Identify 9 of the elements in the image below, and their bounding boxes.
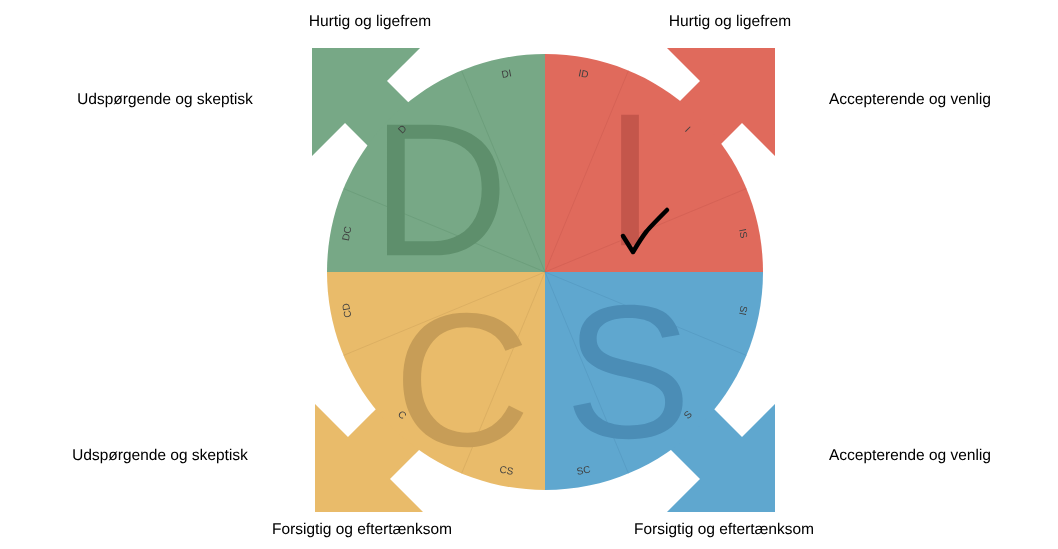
side-label: Forsigtig og eftertænksom xyxy=(635,522,813,538)
side-label: Udspørgende og skeptisk xyxy=(78,92,253,108)
side-label: Hurtig og ligefrem xyxy=(670,14,791,30)
side-label: Forsigtig og eftertænksom xyxy=(273,522,451,538)
side-label: Accepterende og venlig xyxy=(829,448,990,464)
side-label: Hurtig og ligefrem xyxy=(310,14,431,30)
side-label: Udspørgende og skeptisk xyxy=(73,448,248,464)
side-label: Accepterende og venlig xyxy=(829,92,990,108)
quadrant-wedge: D DI D DC xyxy=(327,54,546,273)
